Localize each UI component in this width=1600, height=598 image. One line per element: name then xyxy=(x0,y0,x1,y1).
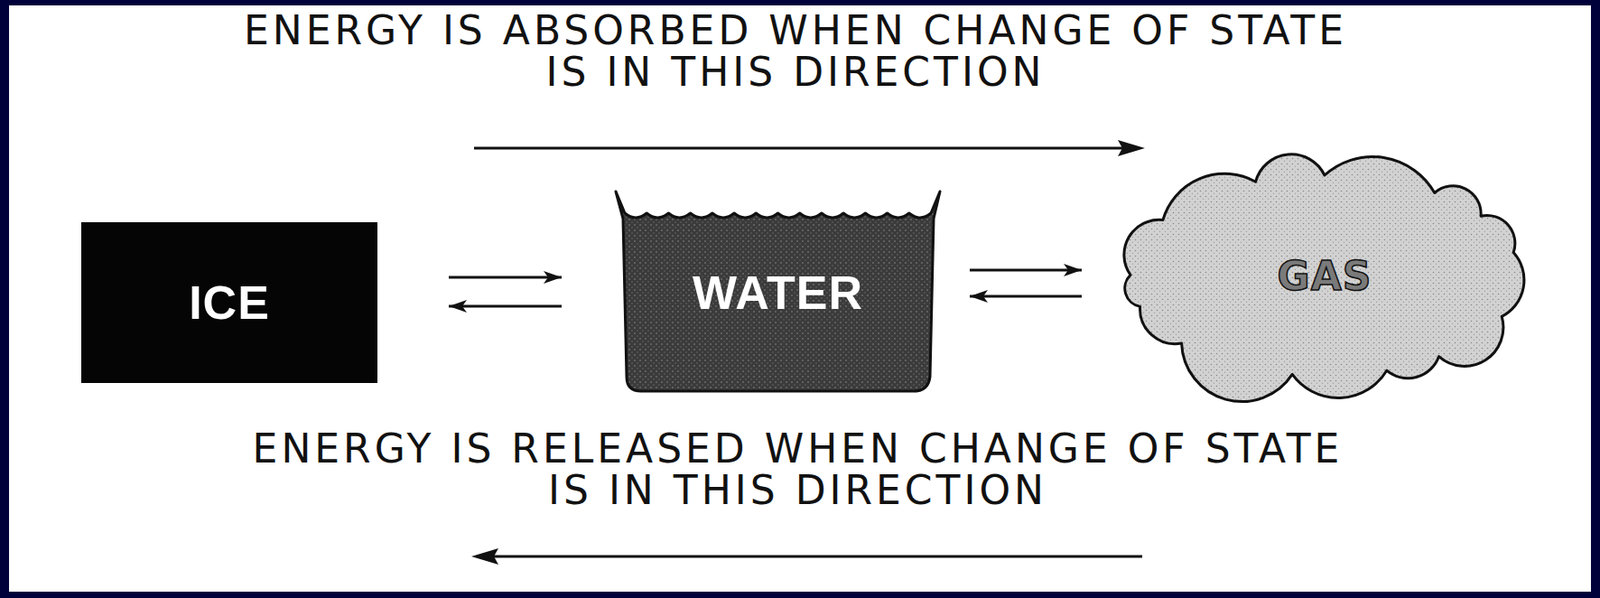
state-name: WATER xyxy=(692,265,864,320)
energy-note: ENERGY IS ABSORBED WHEN CHANGE OF STATE … xyxy=(226,9,1365,94)
released-arrow-line xyxy=(493,555,1143,559)
absorbed-arrow-line xyxy=(474,147,1124,150)
released-arrow-head xyxy=(471,548,499,565)
transition-arrow xyxy=(448,305,562,308)
absorbed-arrow-head xyxy=(1117,139,1145,157)
state-name: GAS xyxy=(1277,252,1373,299)
transition-arrow xyxy=(969,295,1082,298)
cloud-shape xyxy=(1124,154,1525,402)
container-shape xyxy=(615,191,940,391)
gas-cloud: GAS xyxy=(1106,151,1543,400)
water-container: WATER xyxy=(612,191,944,393)
transition-arrow xyxy=(969,269,1082,272)
state-name: ICE xyxy=(188,275,270,330)
transition-arrow xyxy=(448,276,562,280)
energy-note: ENERGY IS RELEASED WHEN CHANGE OF STATE … xyxy=(235,427,1360,512)
ice-block: ICE xyxy=(81,222,378,383)
